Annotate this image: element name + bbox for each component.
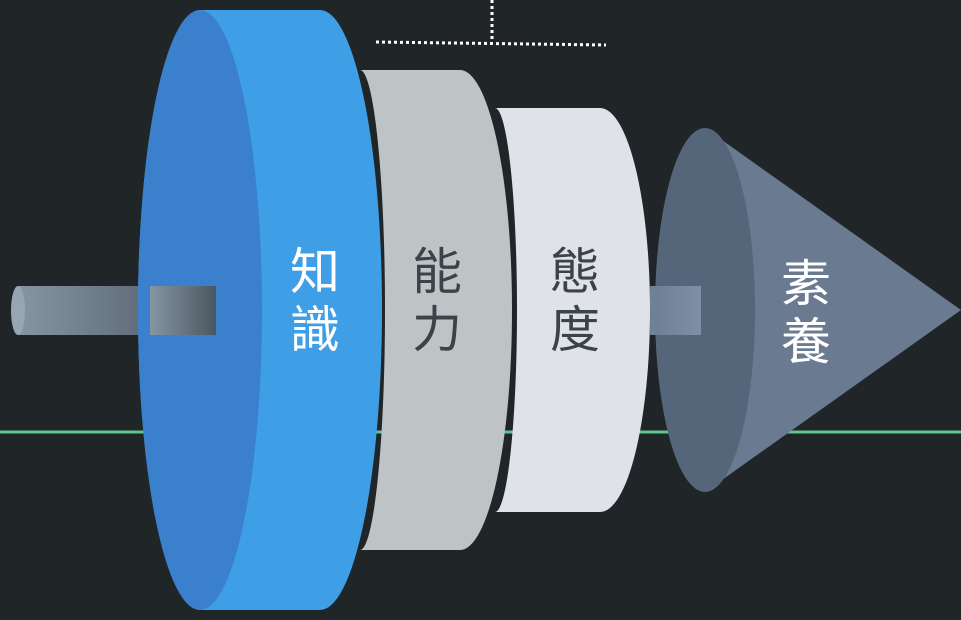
label-ability-char-2: 力 bbox=[412, 301, 462, 359]
layer-disc-attitude bbox=[495, 108, 650, 512]
layer-disc-ability bbox=[360, 70, 512, 550]
layer-disc-knowledge bbox=[138, 10, 382, 610]
label-literacy-char-2: 養 bbox=[781, 313, 831, 371]
label-ability-char-1: 能 bbox=[412, 243, 462, 301]
label-knowledge: 知 識 bbox=[285, 243, 345, 359]
label-literacy: 素 養 bbox=[776, 255, 836, 371]
label-attitude: 態 度 bbox=[545, 243, 605, 359]
label-knowledge-char-2: 識 bbox=[290, 301, 340, 359]
label-knowledge-char-1: 知 bbox=[290, 243, 340, 301]
dotted-connector bbox=[375, 0, 607, 47]
label-attitude-char-1: 態 bbox=[550, 243, 600, 301]
label-ability: 能 力 bbox=[407, 243, 467, 359]
label-literacy-char-1: 素 bbox=[781, 255, 831, 313]
label-attitude-char-2: 度 bbox=[550, 301, 600, 359]
layer-cone-literacy bbox=[655, 128, 961, 492]
